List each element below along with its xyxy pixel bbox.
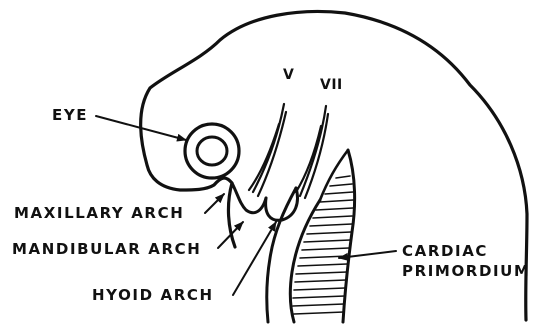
- mandibular-arch-label: MANDIBULAR ARCH: [12, 242, 201, 257]
- nerve-vii-streaks: [296, 106, 328, 198]
- cardiac-label-line2: PRIMORDIUM: [402, 264, 531, 279]
- nerve-v-streaks: [249, 104, 286, 196]
- cardiac-label-line1: CARDIAC: [402, 244, 488, 259]
- maxillary-arrow: [205, 194, 224, 213]
- hyoid-arch-label: HYOID ARCH: [92, 288, 214, 303]
- maxillary-arch-label: MAXILLARY ARCH: [14, 206, 184, 221]
- cardiac-arrow: [339, 251, 396, 258]
- eye-label: EYE: [52, 108, 88, 123]
- nerve-v-label: V: [283, 68, 294, 82]
- eye-icon: [185, 124, 239, 178]
- nerve-vii-label: VII: [320, 78, 343, 92]
